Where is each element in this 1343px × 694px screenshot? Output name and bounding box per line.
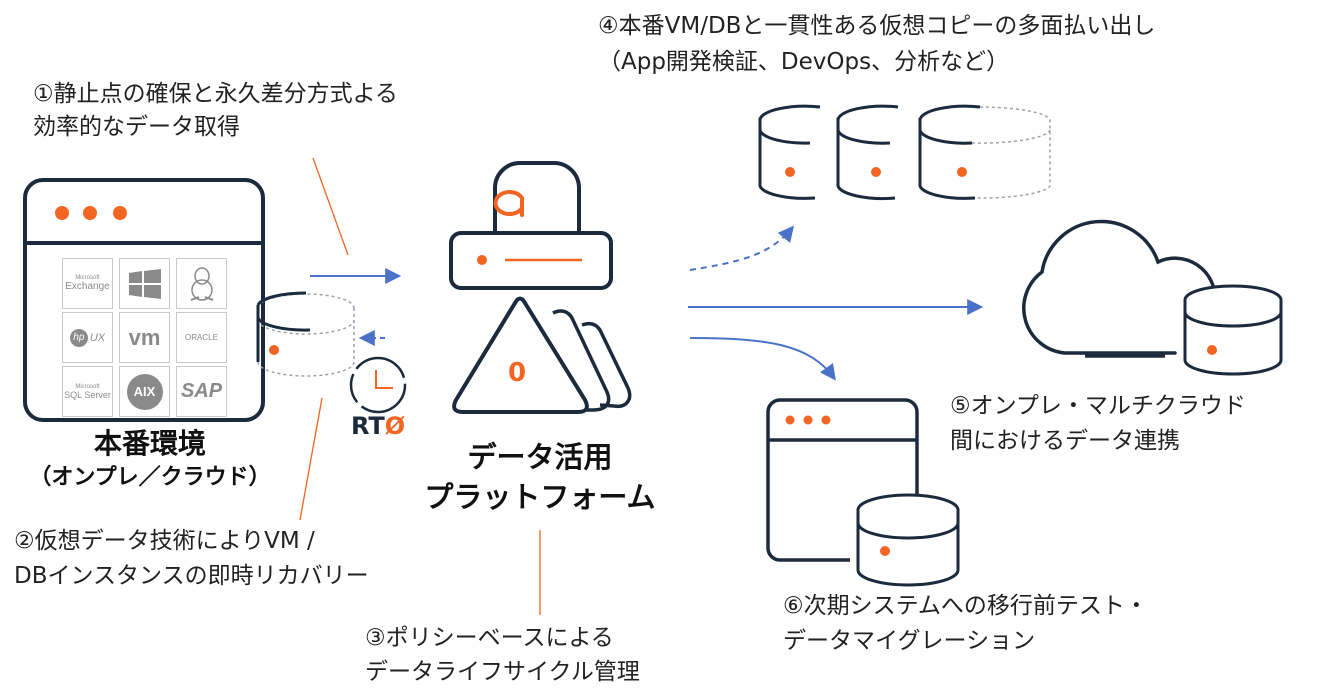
caption-1-line2: 効率的なデータ取得 — [33, 114, 240, 140]
windows-icon — [119, 258, 170, 309]
caption-5-line2: 間におけるデータ連携 — [950, 428, 1180, 454]
caption-6-line1: ⑥次期システムへの移行前テスト・ — [783, 593, 1148, 619]
caption-5-line1: ⑤オンプレ・マルチクラウド — [950, 393, 1246, 419]
caption-1-line1: ①静止点の確保と永久差分方式よる — [33, 81, 398, 107]
arrow-to-next-system — [689, 337, 836, 381]
exchange-logo: Microsoft Exchange — [62, 258, 113, 309]
caption-6-line2: データマイグレーション — [783, 628, 1036, 654]
caption-2-line1: ②仮想データ技術によりVM / — [14, 528, 315, 554]
caption-3-line2: データライフサイクル管理 — [365, 659, 640, 685]
vmware-logo: vm — [119, 312, 170, 363]
production-database-icon — [256, 291, 355, 377]
oracle-logo: ORACLE — [176, 312, 227, 363]
caption-4-line1: ④本番VM/DBと一貫性ある仮想コピーの多面払い出し — [598, 13, 1156, 39]
caption-4-line2: （App開発検証、DevOps、分析など） — [598, 49, 1010, 75]
platform-title-line1: データ活用 — [467, 440, 613, 474]
aix-logo: AIX — [119, 366, 170, 417]
platform-title-line2: プラットフォーム — [424, 480, 656, 514]
leader-line-1 — [312, 157, 349, 256]
production-title: 本番環境 — [93, 427, 206, 460]
cloud-database-icon — [1022, 219, 1283, 376]
rto-clock-icon — [349, 356, 407, 414]
platform-appliance-icon — [449, 161, 613, 290]
hp-ux-logo: hp UX — [62, 312, 113, 363]
policy-triangles-icon — [452, 296, 632, 414]
production-subtitle: （オンプレ／クラウド） — [29, 465, 271, 490]
sql-server-logo: Microsoft SQL Server — [62, 366, 113, 417]
arrow-to-virtual-copies — [689, 225, 795, 271]
rto-label: RTØ — [351, 412, 406, 440]
caption-2-line2: DBインスタンスの即時リカバリー — [14, 563, 369, 589]
caption-3-line1: ③ポリシーベースによる — [365, 625, 614, 651]
leader-line-2 — [299, 397, 323, 521]
sap-logo: SAP — [176, 366, 227, 417]
virtual-copies-icon — [758, 104, 1051, 201]
next-system-icon — [766, 398, 960, 587]
platform-triangle-digit: 0 — [508, 358, 527, 388]
linux-tux-icon — [176, 258, 227, 309]
